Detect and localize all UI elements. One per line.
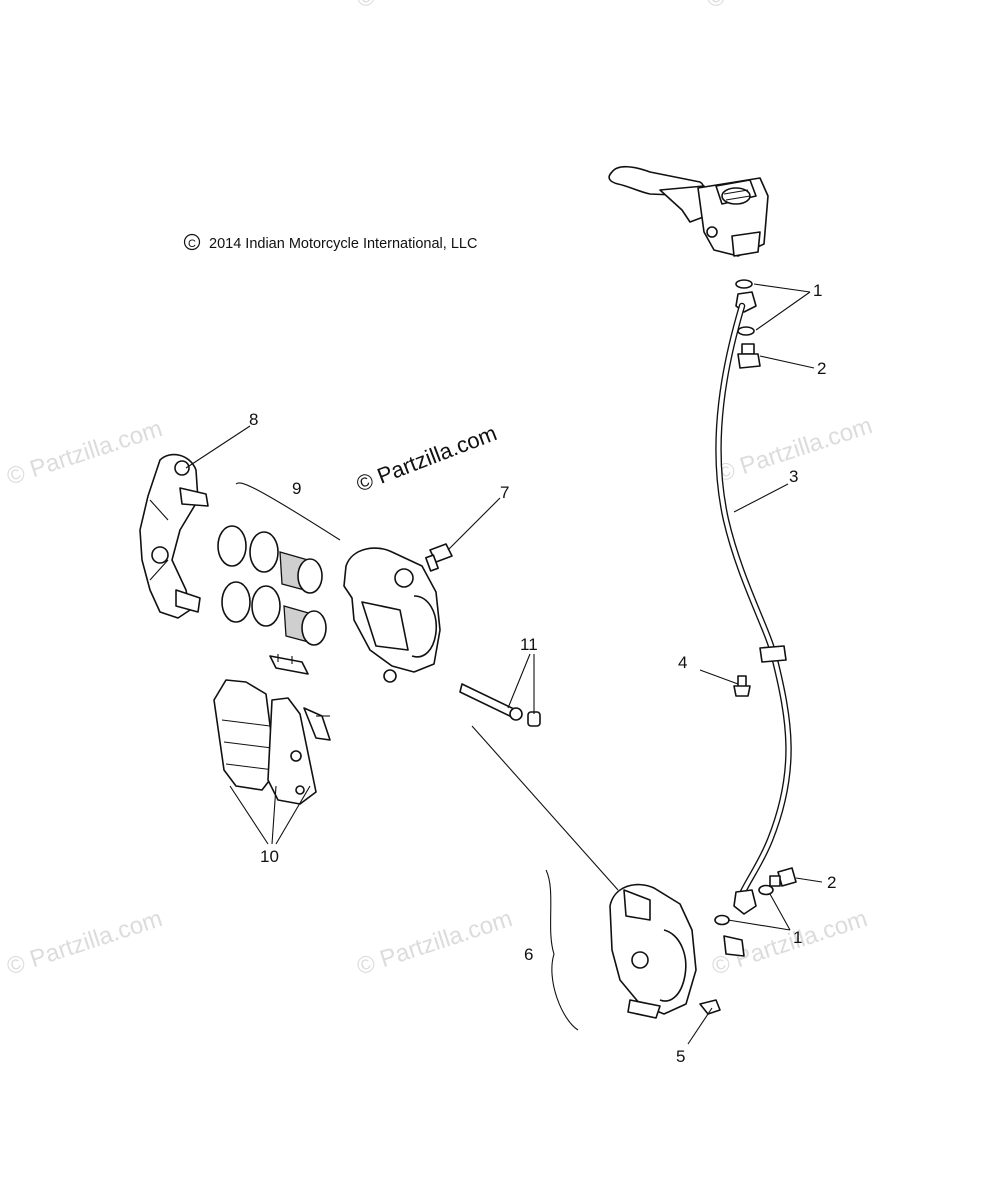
upper-washer bbox=[737, 326, 755, 336]
copyright-text: 2014 Indian Motorcycle International, LL… bbox=[209, 236, 477, 252]
svg-text:C: C bbox=[188, 238, 196, 250]
watermark: © Partzilla.com bbox=[354, 905, 516, 981]
watermark: © Partzilla.com bbox=[704, 0, 866, 14]
callout-11: 11 bbox=[520, 635, 538, 654]
callout-4: 4 bbox=[678, 653, 687, 672]
upper-washer bbox=[735, 279, 753, 289]
watermark-layer: © Partzilla.com © Partzilla.com © Partzi… bbox=[4, 0, 876, 981]
callout-10: 10 bbox=[260, 847, 279, 866]
callout-1: 1 bbox=[793, 928, 802, 947]
callout-5: 5 bbox=[676, 1047, 685, 1066]
callout-2: 2 bbox=[827, 873, 836, 892]
piston-seals bbox=[217, 482, 341, 627]
callout-9: 9 bbox=[292, 479, 301, 498]
callout-6: 6 bbox=[524, 945, 533, 964]
watermark: © Partzilla.com bbox=[4, 415, 166, 491]
brake-pads bbox=[213, 679, 317, 805]
caliper-assembly-complete bbox=[609, 883, 697, 1019]
watermark: © Partzilla.com bbox=[354, 0, 516, 14]
brake-line-assembly bbox=[714, 279, 797, 926]
caliper-mount-bolts bbox=[699, 935, 745, 1015]
callout-2: 2 bbox=[817, 359, 826, 378]
master-cylinder-assembly bbox=[608, 165, 769, 257]
callout-8: 8 bbox=[249, 410, 258, 429]
caliper-bracket bbox=[139, 453, 209, 619]
leader-lines bbox=[185, 283, 823, 1045]
caliper-pistons bbox=[279, 551, 327, 646]
callout-3: 3 bbox=[789, 467, 798, 486]
callout-7: 7 bbox=[500, 483, 509, 502]
caliper-body bbox=[343, 547, 441, 683]
bleeder-screw bbox=[425, 543, 453, 572]
clamp-bolt bbox=[733, 675, 751, 697]
callout-labels: 1 2 3 4 2 1 6 5 7 8 9 10 11 bbox=[249, 281, 836, 1066]
banjo-bolt-upper bbox=[737, 343, 761, 369]
banjo-bolt-lower bbox=[769, 867, 797, 887]
partzilla-watermark: © Partzilla.com bbox=[353, 420, 500, 496]
pad-pin-assembly bbox=[459, 683, 541, 727]
pad-springs bbox=[269, 654, 331, 741]
copyright-notice: C 2014 Indian Motorcycle International, … bbox=[183, 233, 477, 252]
watermark: © Partzilla.com bbox=[4, 905, 166, 981]
callout-1: 1 bbox=[813, 281, 822, 300]
